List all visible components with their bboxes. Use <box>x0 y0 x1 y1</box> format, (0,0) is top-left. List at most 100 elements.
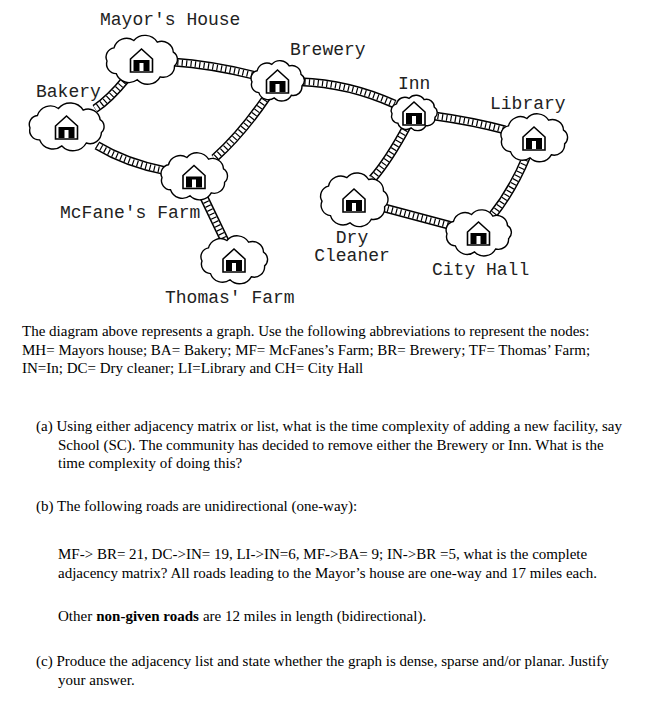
question-text: MF-> BR= 21, DC->IN= 19, LI->IN=6, MF->B… <box>58 545 606 582</box>
house-roof <box>403 102 425 125</box>
road-rail <box>214 96 267 158</box>
house-body <box>226 260 242 271</box>
house-node: Dry Cleaner <box>320 175 388 225</box>
road-ties <box>202 194 226 243</box>
house-door <box>140 63 144 71</box>
house-body <box>186 177 202 188</box>
road-rail <box>97 145 165 170</box>
road-connector <box>383 208 450 226</box>
house-roof <box>56 116 78 139</box>
house-roof <box>223 249 245 272</box>
house-door <box>232 263 236 271</box>
road-rail <box>173 62 255 75</box>
house-roof <box>131 49 153 72</box>
question-text: IN=In; DC= Dry cleaner; LI=Library and C… <box>22 359 363 378</box>
house-body <box>471 233 487 244</box>
house-node: Bakery <box>28 106 105 148</box>
road-ties <box>433 116 505 130</box>
place-label: City Hall <box>432 260 529 281</box>
road-connector <box>492 155 527 216</box>
road-ties <box>373 126 408 179</box>
house-roof <box>468 222 490 245</box>
road-rail <box>300 82 395 104</box>
text-run: Other <box>58 608 92 624</box>
house-node: McFane's Farm <box>160 155 228 198</box>
cloud-house-icon <box>105 38 178 82</box>
house-roof <box>183 166 205 189</box>
question-text: (a) Using either adjacency matrix or lis… <box>36 417 626 473</box>
bold-text: non-given roads <box>96 608 199 624</box>
cloud-outline <box>106 35 177 84</box>
cloud-outline <box>321 173 388 227</box>
house-body <box>526 138 542 149</box>
house-body <box>270 81 286 92</box>
place-label: Bakery <box>36 82 101 103</box>
road-ties <box>97 145 165 170</box>
house-door <box>65 130 69 138</box>
cloud-house-icon <box>390 96 438 130</box>
cloud-house-icon <box>160 155 228 198</box>
road-ties <box>383 208 450 226</box>
house-roof <box>343 189 365 212</box>
road-ties <box>173 62 255 75</box>
question-text: The diagram above represents a graph. Us… <box>22 322 589 341</box>
cloud-outline <box>446 210 511 256</box>
road-connector <box>214 96 267 158</box>
road-rail <box>373 126 408 179</box>
house-body <box>134 60 150 71</box>
house-door <box>412 116 416 124</box>
road-connector <box>173 62 255 75</box>
place-label: Mayor's House <box>100 10 240 31</box>
cloud-house-icon <box>500 116 568 160</box>
place-label: Library <box>490 94 566 115</box>
cloud-house-icon <box>28 106 105 148</box>
house-door <box>192 180 196 188</box>
house-node: Library <box>500 116 568 160</box>
house-node: Thomas' Farm <box>200 238 268 282</box>
road-connector <box>373 126 408 179</box>
house-body <box>406 113 422 124</box>
cloud-outline <box>161 153 227 200</box>
cloud-house-icon <box>200 238 268 282</box>
cloud-outline <box>29 103 104 151</box>
road-gap <box>492 155 527 216</box>
question-text: (c) Produce the adjacency list and state… <box>36 652 633 689</box>
road-rail <box>492 155 527 216</box>
text-line: Othernon-given roadsare 12 miles in leng… <box>58 607 430 626</box>
house-node: Inn <box>390 96 438 130</box>
cloud-house-icon <box>445 212 512 254</box>
road-connector <box>202 194 226 243</box>
text-run: are 12 miles in length (bidirectional). <box>203 608 426 624</box>
road-gap <box>214 96 267 158</box>
place-label: Inn <box>398 74 430 95</box>
cloud-outline <box>201 236 268 284</box>
road-gap <box>300 82 395 104</box>
road-ties <box>492 155 527 216</box>
road-connector <box>433 116 505 130</box>
house-node: Mayor's House <box>105 38 178 82</box>
house-roof <box>267 70 289 93</box>
cloud-outline <box>501 114 568 162</box>
road-ties <box>214 96 267 158</box>
road-connector <box>97 145 165 170</box>
road-gap <box>433 116 505 130</box>
place-label: Dry Cleaner <box>314 229 390 265</box>
cloud-house-icon <box>320 175 388 225</box>
house-body <box>346 200 362 211</box>
road-gap <box>202 194 226 243</box>
house-door <box>352 203 356 211</box>
road-rail <box>433 116 505 130</box>
house-door <box>532 141 536 149</box>
cloud-outline <box>251 61 304 101</box>
road-rail <box>202 194 226 243</box>
road-gap <box>173 62 255 75</box>
house-node: City Hall <box>445 212 512 254</box>
house-roof <box>523 127 545 150</box>
house-node: Brewery <box>250 62 305 100</box>
place-label: Brewery <box>290 40 366 61</box>
road-ties <box>300 82 395 104</box>
cloud-house-icon <box>250 62 305 100</box>
road-gap <box>373 126 408 179</box>
question-text: MH= Mayors house; BA= Bakery; MF= McFane… <box>22 341 590 360</box>
